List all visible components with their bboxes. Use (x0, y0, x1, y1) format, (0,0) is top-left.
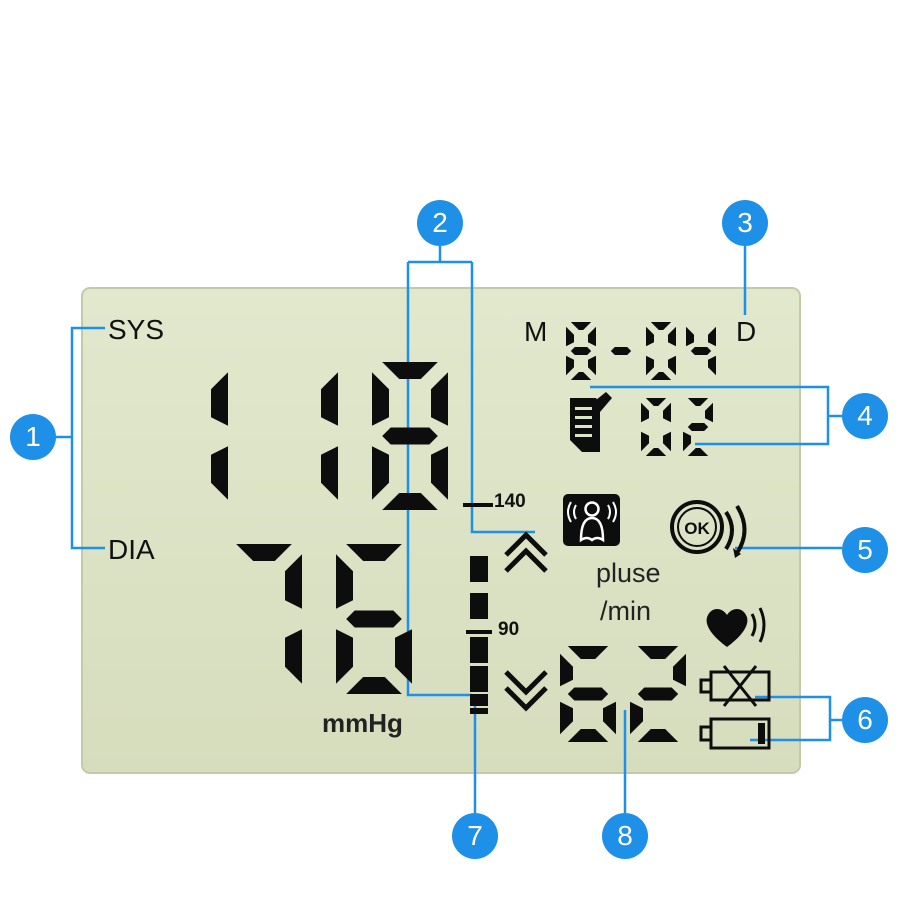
callout-7: 7 (452, 813, 498, 859)
leader-2-right (470, 262, 535, 534)
unit-label: mmHg (322, 708, 403, 738)
lcd-screen (81, 287, 801, 774)
bargraph-base (470, 708, 488, 714)
sys-label: SYS (108, 314, 165, 345)
memory-digit-0 (641, 398, 671, 456)
scale-low-tick (466, 630, 492, 634)
pulse-label-line1: pluse (596, 558, 661, 588)
memory-digit-1 (683, 398, 713, 456)
heartbeat-icon (706, 607, 766, 647)
scale-high-label: 140 (494, 491, 526, 512)
bargraph-bar-4 (470, 694, 488, 706)
callout-3: 3 (722, 200, 768, 246)
arrow-down-icon (504, 670, 548, 712)
battery-full-icon (699, 717, 771, 750)
pulse-digit-1 (630, 646, 686, 742)
pressure-bargraph (463, 503, 493, 714)
systolic-digit-1 (321, 372, 338, 500)
bargraph-bar-1 (470, 593, 488, 619)
leader-lines (56, 246, 842, 813)
diastolic-digit-1 (336, 544, 412, 694)
leader-6-bracket (750, 695, 832, 742)
date-digit-2 (646, 322, 676, 380)
svg-text:OK: OK (684, 519, 710, 538)
date-digit-1 (610, 347, 632, 355)
callout-8: 8 (602, 813, 648, 859)
arrow-up-icon (504, 531, 548, 573)
callout-1: 1 (10, 414, 56, 460)
memory-record-icon (570, 392, 612, 452)
date-digit-3 (686, 326, 716, 376)
scale-low-label: 90 (498, 619, 520, 640)
systolic-digit-0 (211, 372, 228, 500)
pulse-digit-0 (560, 646, 616, 742)
battery-empty-icon (699, 665, 771, 707)
callout-5: 5 (842, 527, 888, 573)
cuff-ok-icon: OK (670, 500, 747, 558)
dia-label: DIA (108, 534, 155, 565)
month-label: M (524, 316, 548, 347)
diastolic-digit-0 (236, 544, 302, 684)
callout-2: 2 (417, 200, 463, 246)
bargraph-bar-2 (470, 637, 488, 663)
leader-2-left (406, 262, 472, 697)
icons-layer: OK (504, 392, 771, 750)
callout-6: 6 (842, 697, 888, 743)
body-movement-icon (563, 494, 620, 546)
date-digit-0 (566, 322, 596, 380)
day-label: D (736, 316, 757, 347)
bargraph-bar-3 (470, 666, 488, 692)
pulse-label-line2: /min (600, 596, 652, 626)
systolic-digit-2 (372, 362, 448, 510)
callout-4: 4 (842, 393, 888, 439)
bargraph-bar-0 (470, 556, 488, 582)
scale-high-tick (463, 503, 493, 507)
seven-segment-layer (211, 322, 716, 742)
